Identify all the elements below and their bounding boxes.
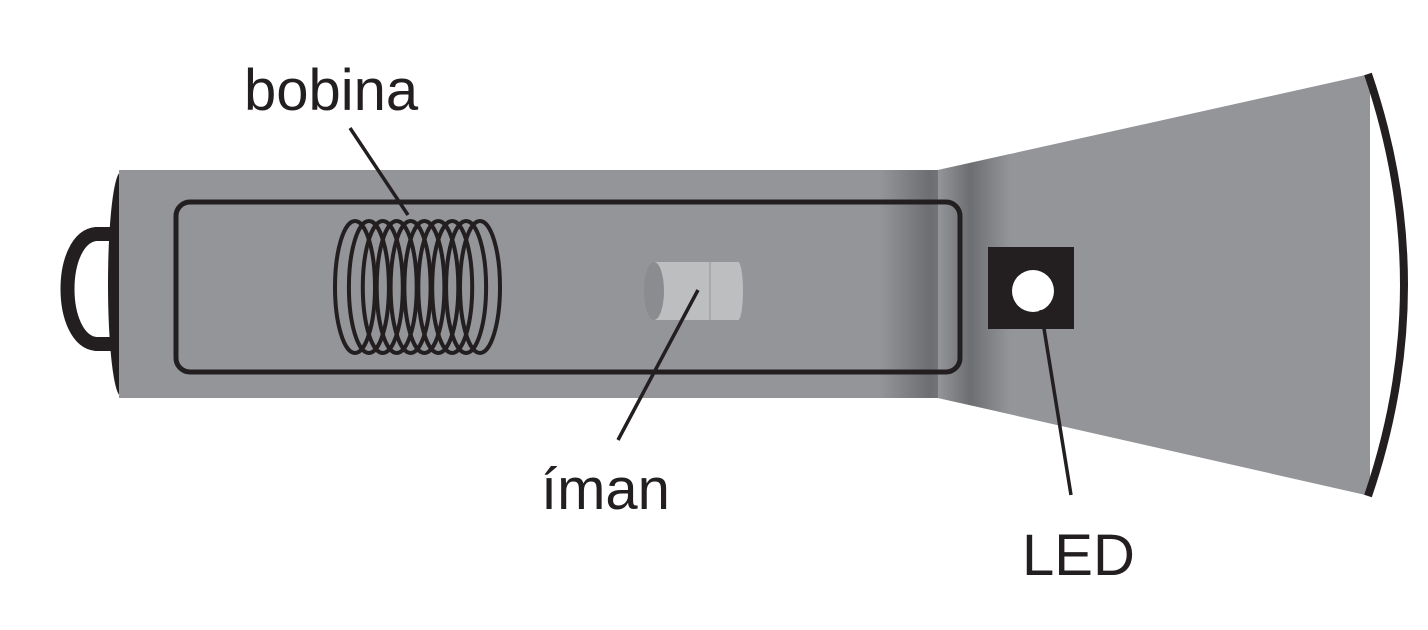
magnet-label: íman [541,457,670,522]
coil-turn [458,219,502,355]
magnet-end [733,262,743,320]
coil-leader-line [348,127,410,216]
flashlight-body [119,170,941,398]
head-neck-shading [938,154,1010,414]
coil-turn [430,219,475,355]
coil-label: bobina [244,58,419,123]
magnet-face [644,262,664,320]
led-leader-line [1039,309,1073,496]
coil [333,219,502,355]
lens-rim [1364,72,1408,498]
flashlight-head [938,74,1370,496]
magnet [644,262,743,320]
led-label: LED [1022,523,1135,588]
led [988,247,1074,329]
inner-tube [173,199,963,375]
lanyard-loop [60,227,112,351]
coil-turn [444,219,489,355]
magnet-leader-line [616,289,700,441]
led-lamp [1012,270,1054,312]
